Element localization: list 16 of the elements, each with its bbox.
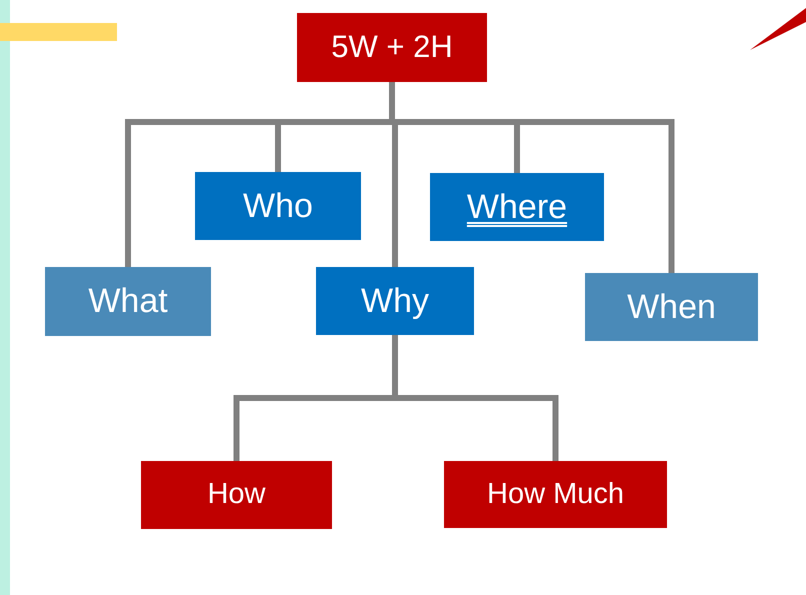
- topic-box: [297, 13, 487, 82]
- topic-label: Why: [361, 280, 429, 322]
- topic-box: [585, 273, 758, 341]
- topic-label: Who: [243, 186, 313, 226]
- topic-box: [141, 461, 332, 529]
- topic-label: How: [207, 477, 266, 512]
- topic-box: [45, 267, 211, 336]
- topic-box: [316, 267, 474, 335]
- topic-label: 5W + 2H: [331, 28, 453, 66]
- topic-box: [195, 172, 361, 240]
- topic-label: Where: [466, 186, 568, 228]
- topic-label: What: [88, 281, 168, 322]
- topic-box: [430, 173, 604, 241]
- topic-label: When: [627, 286, 716, 328]
- topic-label: How Much: [487, 476, 624, 512]
- topic-box: [444, 461, 667, 528]
